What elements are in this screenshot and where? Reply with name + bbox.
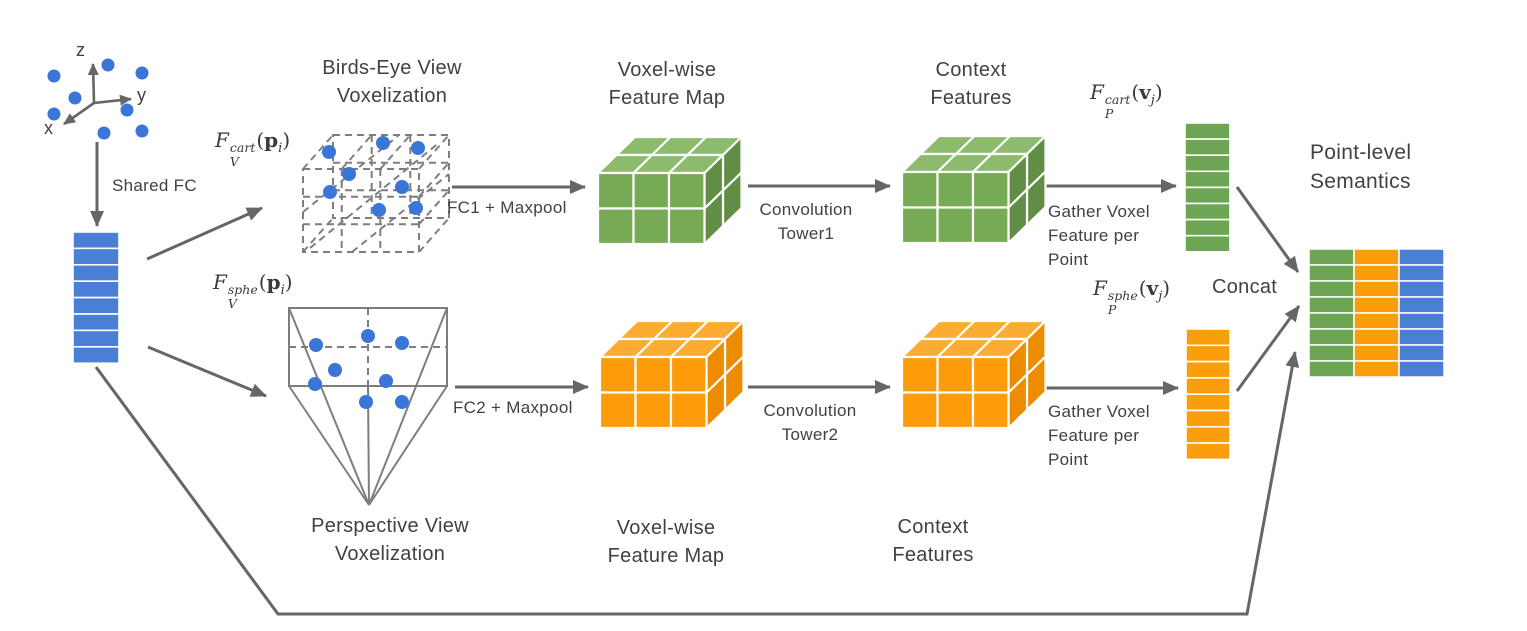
context-features-title-top: Context Features [930, 59, 1012, 109]
flow-arrows [94, 179, 1301, 616]
voxel-feature-cube-cart [596, 135, 743, 246]
bev-points [322, 136, 425, 217]
input-feature-stack [72, 231, 120, 364]
x-axis-arrow [63, 101, 95, 126]
voxel-feature-map-title-bottom: Voxel-wise Feature Map [607, 517, 725, 567]
y-axis-arrow [93, 94, 132, 106]
x-axis-label: x [44, 118, 54, 138]
arrow-to-bev [146, 206, 263, 261]
frustum-points [308, 329, 409, 409]
z-axis-label: z [76, 40, 86, 60]
perspective-frustum [288, 307, 448, 506]
fc2-maxpool-label: FC2 + Maxpool [453, 398, 573, 417]
convolution-tower1-label: Convolution Tower1 [759, 200, 853, 243]
sphe-point-feature-stack [1185, 328, 1231, 461]
context-feature-cube-cart [900, 134, 1047, 245]
output-concat-grid [1308, 248, 1445, 378]
voxel-feature-map-title-top: Voxel-wise Feature Map [608, 59, 726, 109]
arrow-skip-connection [94, 351, 1300, 616]
convolution-tower2-label: Convolution Tower2 [763, 401, 857, 444]
arrow-concat-sphe [1235, 305, 1301, 392]
cart-point-feature-stack [1184, 122, 1231, 253]
context-features-title-bottom: Context Features [892, 516, 974, 566]
concat-label: Concat [1212, 276, 1278, 298]
arrow-to-frustum [147, 345, 267, 398]
context-feature-cube-sphe [900, 319, 1047, 430]
shared-fc-label: Shared FC [112, 176, 197, 195]
point-level-semantics-title: Point-level Semantics [1310, 141, 1412, 193]
gather-voxel-label-top: Gather Voxel Feature per Point [1048, 202, 1150, 269]
voxel-feature-cube-sphe [598, 319, 745, 430]
bev-voxel-grid [302, 134, 450, 253]
y-axis-label: y [137, 85, 147, 105]
point-cloud-dots [47, 58, 149, 140]
perspective-voxelization-title: Perspective View Voxelization [311, 515, 469, 565]
arrow-concat-cart [1235, 186, 1300, 273]
fc1-maxpool-label: FC1 + Maxpool [447, 198, 567, 217]
z-axis-arrow [87, 63, 99, 104]
bev-voxelization-title: Birds-Eye View Voxelization [322, 57, 462, 107]
gather-voxel-label-bottom: Gather Voxel Feature per Point [1048, 402, 1150, 469]
xyz-axes [63, 63, 132, 126]
